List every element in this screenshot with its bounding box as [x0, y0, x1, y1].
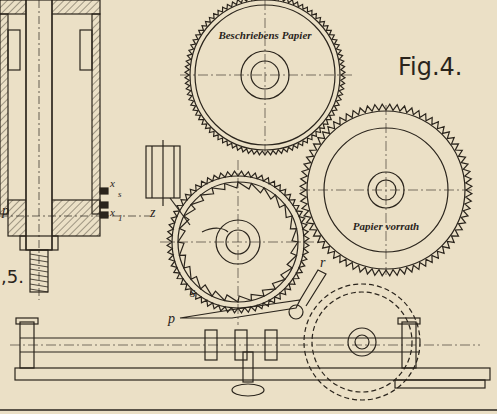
- roll-circle: Beschriebens Papier: [189, 0, 341, 151]
- gear-teeth: [167, 171, 309, 313]
- part-letter: r: [320, 256, 325, 270]
- part-letter: z: [150, 206, 155, 220]
- roll-label: Beschriebens Papier: [189, 29, 341, 41]
- part-letter: p: [168, 312, 175, 326]
- roll-circle: Papier vorrath: [306, 110, 466, 270]
- drive-disc: [304, 284, 420, 400]
- gear-teeth: [300, 104, 472, 276]
- roll-outline: [306, 110, 466, 270]
- figure-label: Fig.4.: [398, 55, 463, 79]
- pawl: [180, 270, 326, 319]
- part-letter: s: [190, 286, 195, 300]
- gear-teeth: [178, 182, 298, 302]
- part-letter: x: [110, 178, 115, 189]
- housing-section: [0, 0, 150, 300]
- figure-label: ,5.: [1, 268, 24, 286]
- shaft: [10, 318, 490, 396]
- pulley: [146, 140, 190, 225]
- subscript: 1: [118, 214, 123, 223]
- gear-teeth: [185, 0, 345, 155]
- part-letter: x: [110, 207, 115, 218]
- roll-label: Papier vorrath: [306, 220, 466, 232]
- roll-outline: [189, 0, 341, 151]
- part-letter: p: [2, 204, 9, 218]
- subscript: s: [118, 190, 122, 199]
